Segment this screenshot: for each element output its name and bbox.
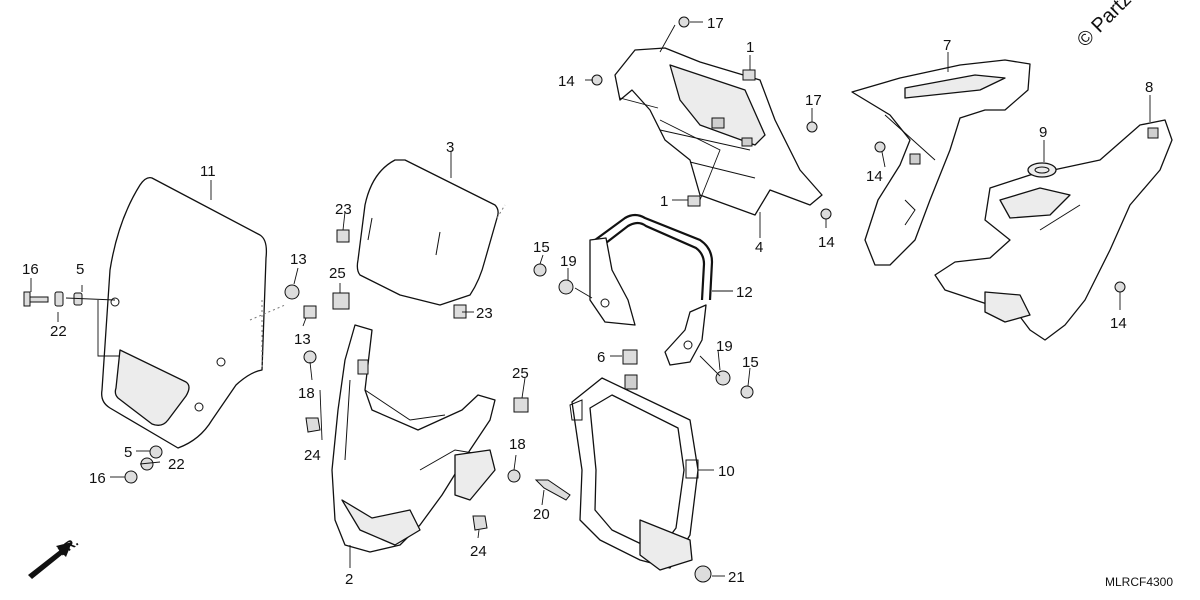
fasteners <box>23 16 1126 583</box>
diagram-code: MLRCF4300 <box>1105 575 1173 589</box>
callout-5-bottom: 5 <box>124 444 132 461</box>
callout-14-b: 14 <box>818 234 835 251</box>
callout-4: 4 <box>755 239 763 256</box>
inner-cowl-part-4 <box>614 47 823 216</box>
side-cowl-part-7 <box>851 59 1031 266</box>
callout-12: 12 <box>736 284 753 301</box>
callout-3: 3 <box>446 139 454 156</box>
callout-7: 7 <box>943 37 951 54</box>
callout-1-top: 1 <box>746 39 754 56</box>
leader-lines <box>30 21 1151 577</box>
callout-15-b: 15 <box>742 354 759 371</box>
callout-2: 2 <box>345 571 353 588</box>
callout-13-b: 13 <box>294 331 311 348</box>
visor-part-3 <box>356 159 506 306</box>
callout-9: 9 <box>1039 124 1047 141</box>
callout-13-a: 13 <box>290 251 307 268</box>
callout-16-top: 16 <box>22 261 39 278</box>
callout-19-b: 19 <box>716 338 733 355</box>
callout-18-b: 18 <box>509 436 526 453</box>
callout-21: 21 <box>728 569 745 586</box>
callout-22-bottom: 22 <box>168 456 185 473</box>
callout-14-d: 14 <box>1110 315 1127 332</box>
callout-17-b: 17 <box>805 92 822 109</box>
front-direction-arrow: FR. <box>28 534 81 579</box>
callout-24-a: 24 <box>304 447 321 464</box>
callout-5-top: 5 <box>76 261 84 278</box>
callout-14-a: 14 <box>558 73 575 90</box>
stay-part-12 <box>589 213 714 366</box>
callout-23-b: 23 <box>476 305 493 322</box>
frame-part-10 <box>569 374 699 571</box>
callout-25-a: 25 <box>329 265 346 282</box>
callout-22-top: 22 <box>50 323 67 340</box>
callout-17-a: 17 <box>707 15 724 32</box>
callout-16-bottom: 16 <box>89 470 106 487</box>
callout-18-a: 18 <box>298 385 315 402</box>
callout-20: 20 <box>533 506 550 523</box>
callout-11: 11 <box>200 163 216 180</box>
side-cover-part-8 <box>934 119 1173 341</box>
front-cowl-part-2 <box>331 324 496 553</box>
callout-labels: 11 3 2 4 7 8 9 10 12 16 22 5 5 22 16 13 … <box>22 15 1153 588</box>
callout-25-b: 25 <box>512 365 529 382</box>
callout-15-a: 15 <box>533 239 550 256</box>
callout-19-a: 19 <box>560 253 577 270</box>
callout-10: 10 <box>718 463 735 480</box>
arrow-icon <box>28 542 72 579</box>
callout-8: 8 <box>1145 79 1153 96</box>
callout-14-c: 14 <box>866 168 883 185</box>
windscreen-part-11 <box>101 177 286 449</box>
grommet-part-9 <box>1027 162 1057 178</box>
copyright-watermark: © Partz <box>1073 0 1136 52</box>
callout-6: 6 <box>597 349 605 366</box>
callout-1-bottom: 1 <box>660 193 668 210</box>
callout-24-b: 24 <box>470 543 487 560</box>
callout-23-a: 23 <box>335 201 352 218</box>
